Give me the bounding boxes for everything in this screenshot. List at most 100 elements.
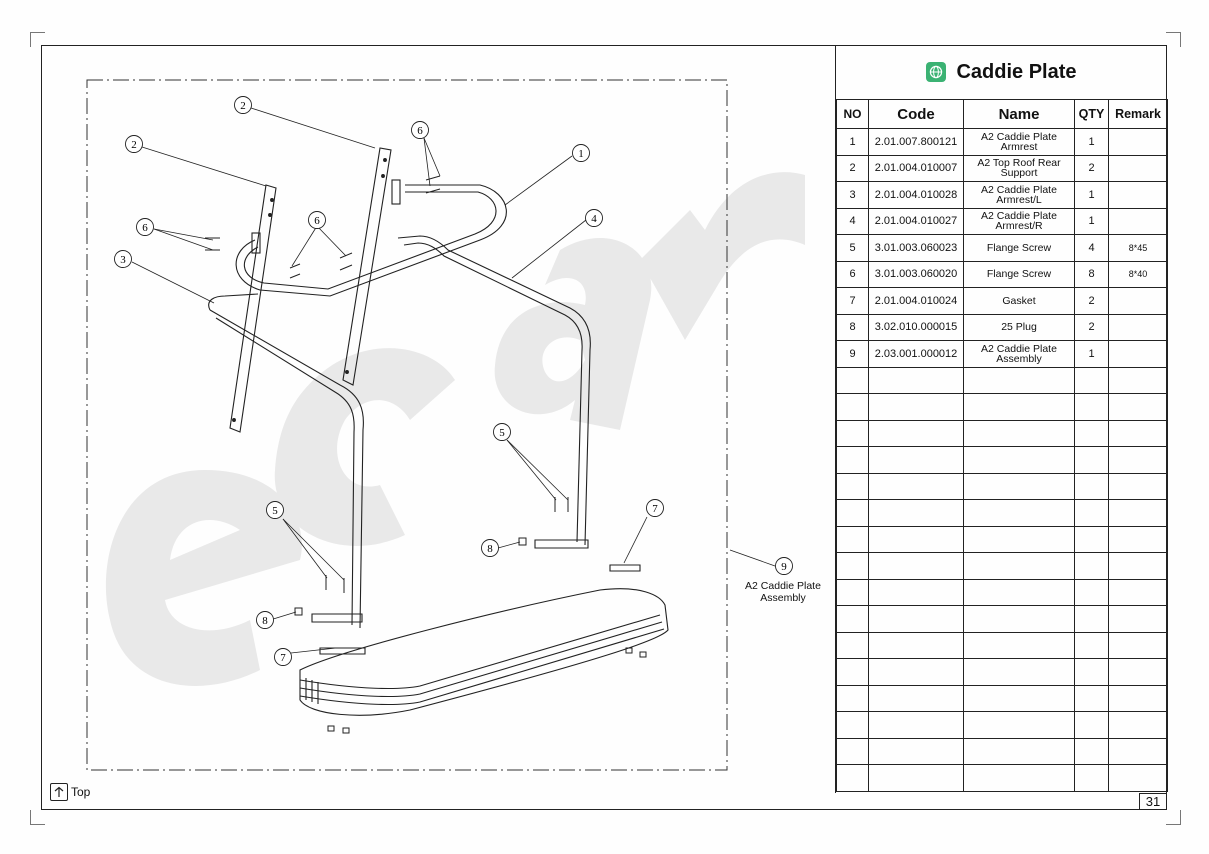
callout-number: 6 <box>314 215 320 227</box>
corner-mark-br <box>1166 810 1181 825</box>
cell-qty: 1 <box>1074 340 1109 368</box>
empty-cell <box>1074 366 1109 394</box>
empty-cell <box>868 631 964 659</box>
callout-bubble: 2 <box>234 96 252 114</box>
cell-no: 4 <box>836 207 869 235</box>
caddie-plate-tray <box>299 564 669 716</box>
cell-no: 3 <box>836 181 869 209</box>
empty-cell <box>836 711 869 739</box>
empty-cell <box>963 366 1075 394</box>
callout-number: 9 <box>781 561 787 573</box>
empty-cell <box>868 499 964 527</box>
cell-no: 2 <box>836 154 869 182</box>
cell-name-line: Armrest/L <box>996 193 1042 206</box>
orientation-label: Top <box>71 785 91 799</box>
empty-cell <box>963 684 1075 712</box>
assembly-label: A2 Caddie Plate Assembly <box>733 580 833 604</box>
empty-cell <box>836 578 869 606</box>
empty-table-row <box>836 419 1168 447</box>
cell-qty: 8 <box>1074 260 1109 288</box>
empty-table-row <box>836 764 1168 792</box>
empty-cell <box>868 684 964 712</box>
leader-lines <box>131 107 776 654</box>
callout-bubble: 4 <box>585 209 603 227</box>
empty-cell <box>963 578 1075 606</box>
cell-no: 9 <box>836 340 869 368</box>
cell-remark <box>1108 287 1168 315</box>
empty-cell <box>1074 711 1109 739</box>
callout-number: 6 <box>142 222 148 234</box>
empty-cell <box>1074 393 1109 421</box>
empty-cell <box>1074 419 1109 447</box>
cell-remark <box>1108 154 1168 182</box>
empty-cell <box>836 366 869 394</box>
cell-code: 2.01.004.010028 <box>868 181 964 209</box>
cell-remark <box>1108 340 1168 368</box>
empty-cell <box>1074 605 1109 633</box>
callout-number: 7 <box>280 652 286 664</box>
empty-cell <box>1108 711 1168 739</box>
armrest-side-frames <box>208 235 591 629</box>
callout-bubble: 7 <box>274 648 292 666</box>
empty-table-row <box>836 684 1168 712</box>
cell-no: 5 <box>836 234 869 262</box>
cell-code: 2.01.004.010024 <box>868 287 964 315</box>
empty-cell <box>868 764 964 792</box>
callout-number: 2 <box>240 100 246 112</box>
empty-cell <box>1108 658 1168 686</box>
empty-cell <box>868 393 964 421</box>
empty-cell <box>868 737 964 765</box>
empty-cell <box>868 578 964 606</box>
empty-cell <box>836 631 869 659</box>
callout-bubble: 6 <box>308 211 326 229</box>
cell-qty: 2 <box>1074 154 1109 182</box>
callout-number: 2 <box>131 139 137 151</box>
empty-cell <box>963 499 1075 527</box>
cell-remark <box>1108 313 1168 341</box>
empty-cell <box>1074 737 1109 765</box>
empty-cell <box>963 605 1075 633</box>
empty-cell <box>1108 631 1168 659</box>
cell-remark <box>1108 128 1168 156</box>
col-header-remark: Remark <box>1108 99 1168 129</box>
watermark <box>105 172 805 686</box>
cell-name-line: A2 Caddie Plate <box>981 130 1057 143</box>
empty-table-row <box>836 631 1168 659</box>
cell-code: 2.01.004.010007 <box>868 154 964 182</box>
callout-number: 1 <box>578 148 584 160</box>
empty-cell <box>963 631 1075 659</box>
empty-cell <box>868 446 964 474</box>
cell-code: 2.01.007.800121 <box>868 128 964 156</box>
empty-cell <box>963 419 1075 447</box>
cell-qty: 2 <box>1074 287 1109 315</box>
corner-mark-tr <box>1166 32 1181 47</box>
empty-cell <box>868 711 964 739</box>
callout-bubble: 8 <box>256 611 274 629</box>
up-arrow-icon <box>50 783 68 801</box>
empty-cell <box>836 684 869 712</box>
cell-code: 2.03.001.000012 <box>868 340 964 368</box>
cell-code: 3.01.003.060020 <box>868 260 964 288</box>
empty-cell <box>1108 764 1168 792</box>
col-header-name: Name <box>963 99 1075 129</box>
callout-bubble: 6 <box>411 121 429 139</box>
cell-name-line: Armrest/R <box>995 220 1043 233</box>
cell-qty: 1 <box>1074 128 1109 156</box>
empty-cell <box>836 499 869 527</box>
cell-name-line: Support <box>1000 167 1038 180</box>
col-header-qty: QTY <box>1074 99 1109 129</box>
empty-table-row <box>836 366 1168 394</box>
cell-qty: 2 <box>1074 313 1109 341</box>
empty-cell <box>836 393 869 421</box>
empty-cell <box>836 658 869 686</box>
empty-cell <box>1108 578 1168 606</box>
empty-cell <box>836 525 869 553</box>
empty-cell <box>963 658 1075 686</box>
empty-cell <box>868 366 964 394</box>
